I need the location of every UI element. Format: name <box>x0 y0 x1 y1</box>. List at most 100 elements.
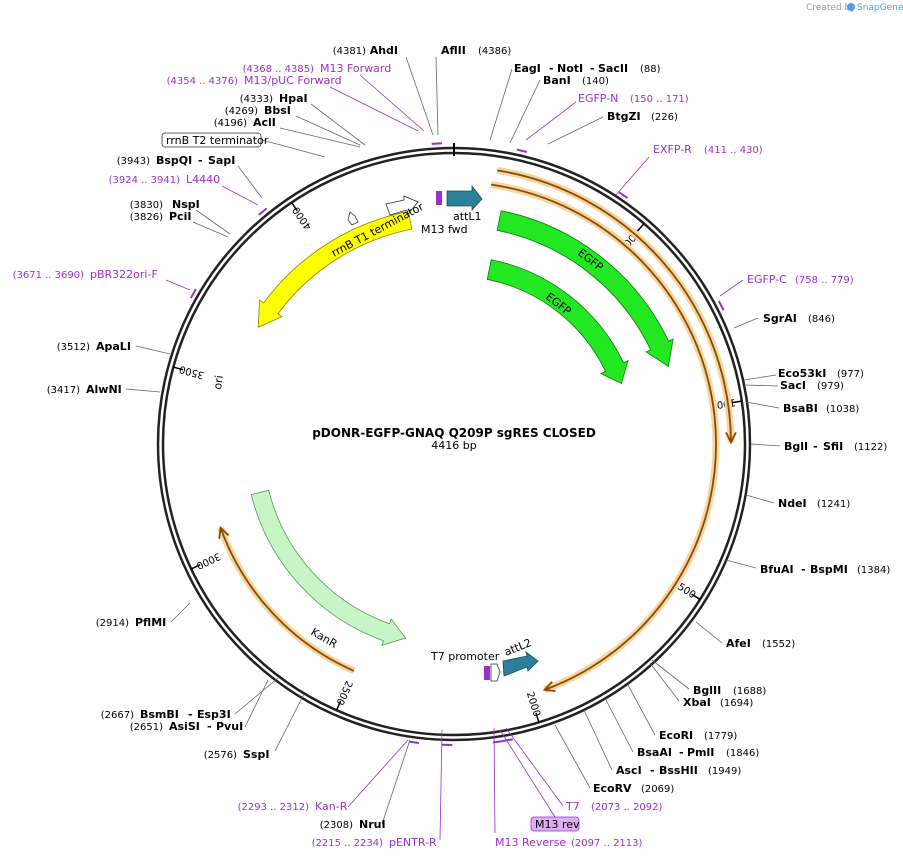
primer-l4440[interactable]: L4440 <box>186 173 220 186</box>
enzyme-asisi[interactable]: AsiSI <box>169 720 200 733</box>
features <box>189 142 725 746</box>
tick-label-2500: 2500 <box>334 679 354 707</box>
primer-mark-m13-reverse <box>492 739 504 744</box>
enzyme-noti[interactable]: NotI <box>557 62 583 75</box>
enzyme-pflmi[interactable]: PflMI <box>135 616 166 629</box>
enzyme-ecori[interactable]: EcoRI <box>659 729 693 742</box>
leader-line-28 <box>733 317 759 329</box>
feature-t7-promoter-label[interactable]: T7 promoter <box>430 650 500 663</box>
leader-line-21 <box>439 729 443 841</box>
leader-line-43 <box>499 729 556 818</box>
primer-egfp-c[interactable]: EGFP-C <box>747 273 787 286</box>
leader-line-25 <box>547 116 604 145</box>
enzyme-pcii[interactable]: PciI <box>169 210 191 223</box>
leader-line-15 <box>170 602 191 623</box>
orf-outer-line <box>497 169 732 443</box>
enzyme-ndei[interactable]: NdeI <box>778 497 807 510</box>
primer-egfp-n[interactable]: EGFP-N <box>578 92 618 105</box>
leader-line-41 <box>554 724 591 789</box>
primer-kan-r[interactable]: Kan-R <box>315 800 348 813</box>
enzyme-bbsi[interactable]: BbsI <box>264 104 291 117</box>
feature-rrnb-t2 <box>347 211 359 226</box>
enzyme-bglii[interactable]: BglII <box>693 684 721 697</box>
enzyme-eagi-pos: (88) <box>640 64 661 75</box>
feature-attl2 <box>502 651 539 677</box>
enzyme-sspi-pos: (2576) <box>204 750 237 761</box>
enzyme-bsaai[interactable]: BsaAI <box>637 746 672 759</box>
orf-long-head <box>542 681 556 692</box>
enzyme-sspi[interactable]: SspI <box>243 748 269 761</box>
enzyme-bgli[interactable]: BglI <box>784 440 808 453</box>
enzyme-eco53ki[interactable]: Eco53kI <box>778 367 826 380</box>
primer-exfp-r[interactable]: EXFP-R <box>653 143 692 156</box>
enzyme-bbsi-pos: (4269) <box>225 106 258 117</box>
enzyme-nspi[interactable]: NspI <box>172 198 200 211</box>
primer-t7[interactable]: T7 <box>565 800 580 813</box>
leader-line-3 <box>329 86 419 132</box>
enzyme-btgzi-pos: (226) <box>651 112 678 123</box>
enzyme-alwni[interactable]: AlwNI <box>86 383 122 396</box>
enzyme-eagi[interactable]: EagI <box>514 62 541 75</box>
enzyme-bsabi[interactable]: BsaBI <box>783 402 818 415</box>
enzyme-bsmbi[interactable]: BsmBI <box>140 708 179 721</box>
enzyme-apali[interactable]: ApaLI <box>96 340 131 353</box>
enzyme-saci-pos: (979) <box>817 381 844 392</box>
enzyme-sgrai[interactable]: SgrAI <box>763 312 797 325</box>
enzyme-bfuai-pos: (1384) <box>857 565 890 576</box>
enzyme-ecorv[interactable]: EcoRV <box>593 782 632 795</box>
enzyme-noti-sep: - <box>549 62 554 75</box>
enzyme-afei[interactable]: AfeI <box>726 637 751 650</box>
enzyme-esp3i[interactable]: Esp3I <box>197 708 231 721</box>
primer-m13-puc-forward[interactable]: M13/pUC Forward <box>244 74 342 87</box>
enzyme-sfii[interactable]: SfiI <box>823 440 843 453</box>
enzyme-pmli-sep: - <box>679 746 684 759</box>
enzyme-ecori-pos: (1779) <box>704 731 737 742</box>
enzyme-btgzi[interactable]: BtgZI <box>607 110 641 123</box>
enzyme-ahdi-pos: (4381) <box>333 46 366 57</box>
feature-attl1-label[interactable]: attL1 <box>453 210 482 223</box>
tick-label-3500: 3500 <box>178 363 205 380</box>
enzyme-sacii[interactable]: SacII <box>598 62 628 75</box>
enzyme-xbai[interactable]: XbaI <box>683 696 711 709</box>
enzyme-bani[interactable]: BanI <box>543 74 571 87</box>
enzyme-saci[interactable]: SacI <box>780 379 806 392</box>
leader-line-12 <box>165 279 191 291</box>
enzyme-bsaai-pos: (1846) <box>726 748 759 759</box>
leader-line-13 <box>135 345 171 355</box>
feature-ori-label[interactable]: ori <box>211 374 226 390</box>
enzyme-ahdi[interactable]: AhdI <box>370 44 398 57</box>
feature-rrnb-t2-label[interactable]: rrnB T2 terminator <box>166 134 269 147</box>
enzyme-acli[interactable]: AclI <box>253 116 276 129</box>
feature-attl1 <box>446 184 483 212</box>
enzyme-bfuai[interactable]: BfuAI <box>760 563 794 576</box>
enzyme-hpai[interactable]: HpaI <box>279 92 308 105</box>
leader-line-37 <box>649 662 680 702</box>
primer-m13-forward[interactable]: M13 Forward <box>320 62 391 75</box>
primer-mark-m13-forward <box>431 142 443 145</box>
leader-line-40 <box>583 709 613 771</box>
enzyme-ecorv-pos: (2069) <box>641 784 674 795</box>
enzyme-pflmi-pos: (2914) <box>96 618 129 629</box>
leader-line-27 <box>719 279 744 297</box>
enzyme-bspqi[interactable]: BspQI <box>156 154 192 167</box>
primer-m13-reverse[interactable]: M13 Reverse <box>495 836 566 849</box>
primer-pbr322ori-f[interactable]: pBR322ori-F <box>90 268 158 281</box>
enzyme-aflii[interactable]: AflII <box>441 44 466 57</box>
enzyme-nrui[interactable]: NruI <box>359 818 386 831</box>
primer-pentr-r[interactable]: pENTR-R <box>389 836 437 849</box>
enzyme-sapi[interactable]: SapI <box>208 154 235 167</box>
feature-rrnb-t1-label[interactable]: rrnB T1 terminator <box>329 200 426 260</box>
enzyme-bsshii-sep: - <box>650 764 655 777</box>
primer-m13-rev[interactable]: M13 rev <box>535 818 580 831</box>
enzyme-bspmi[interactable]: BspMI <box>810 563 848 576</box>
feature-m13-fwd-label[interactable]: M13 fwd <box>421 223 468 236</box>
enzyme-pmli[interactable]: PmlI <box>687 746 714 759</box>
enzyme-pvui[interactable]: PvuI <box>216 720 243 733</box>
brand-created-by: Created by <box>806 3 856 13</box>
enzyme-asci[interactable]: AscI <box>616 764 642 777</box>
primer-pentr-r-range: (2215 .. 2234) <box>312 838 384 849</box>
enzyme-bsshii[interactable]: BssHII <box>659 764 698 777</box>
rrnb-t2-label-box <box>161 132 262 148</box>
enzyme-bspmi-sep: - <box>801 563 806 576</box>
tick-label-3000: 3000 <box>194 550 222 571</box>
